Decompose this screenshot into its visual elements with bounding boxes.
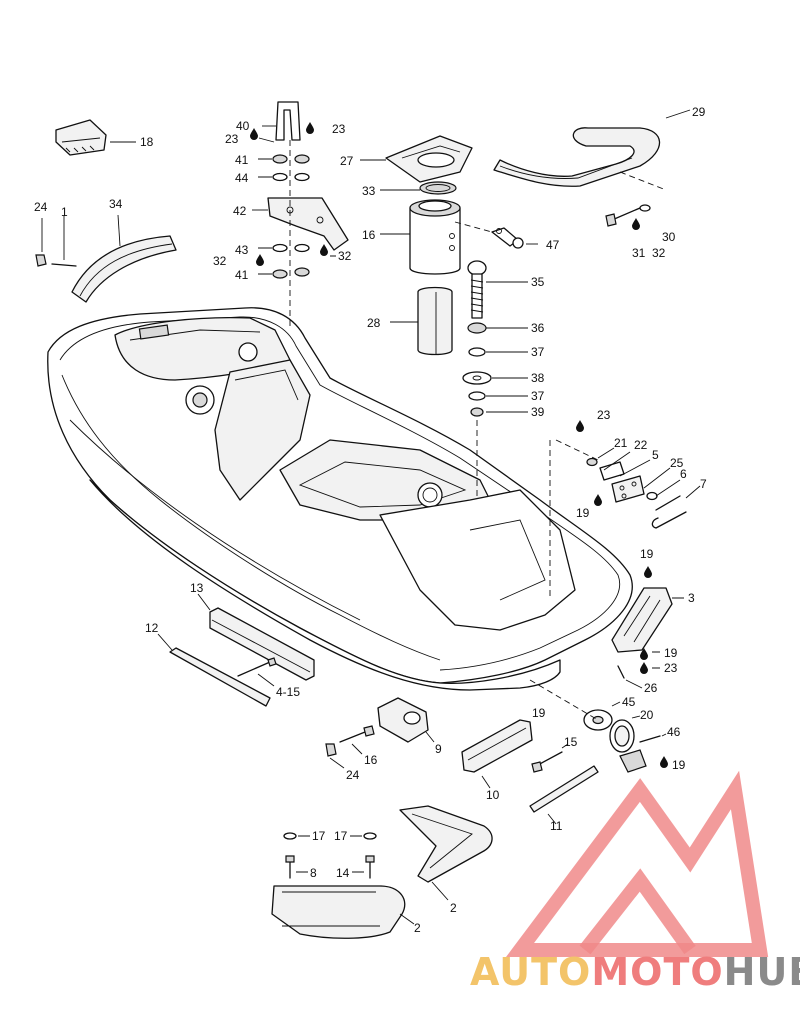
watermark-text-auto: AUTO [470,950,591,994]
drain-plug-assembly [529,679,668,773]
callout-40: 40 [236,119,250,133]
callout-24: 24 [34,200,48,214]
callout-30: 30 [662,230,676,244]
callout-13: 13 [190,581,204,595]
callout-19: 19 [664,646,678,660]
callout-39: 39 [531,405,545,419]
callout-24: 24 [346,768,360,782]
callout-26: 26 [644,681,658,695]
callout-43: 43 [235,243,249,257]
callout-32: 32 [652,246,666,260]
callout-22: 22 [634,438,648,452]
callout-37: 37 [531,389,545,403]
sponson-hardware [283,832,377,879]
callout-28: 28 [367,316,381,330]
watermark-text-hub: HUB [724,950,800,994]
callout-23: 23 [597,408,611,422]
part-3-bracket [611,566,684,689]
callout-23: 23 [332,122,346,136]
watermark-mark-icon [506,770,769,957]
part-34-bumper [35,214,177,303]
callout-17: 17 [334,829,348,843]
callout-15: 15 [564,735,578,749]
callout-41: 41 [235,268,249,282]
callout-4-15: 4-15 [276,685,300,699]
callout-19: 19 [672,758,686,772]
callout-25: 25 [670,456,684,470]
callout-46: 46 [667,725,681,739]
part-47-clip [454,221,538,249]
rear-hardware [549,420,701,600]
callout-6: 6 [680,467,687,481]
part-29-grab-handle [493,109,691,230]
callout-12: 12 [145,621,159,635]
callout-2: 2 [450,901,457,915]
callout-23: 23 [225,132,239,146]
callout-32: 32 [213,254,227,268]
watermark-text: AUTOMOTOHUB [470,950,800,994]
callout-38: 38 [531,371,545,385]
callout-31: 31 [632,246,646,260]
callout-1: 1 [61,205,68,219]
canister-assembly [360,135,473,356]
callout-29: 29 [692,105,706,119]
callout-2: 2 [414,921,421,935]
callout-10: 10 [486,788,500,802]
callout-3: 3 [688,591,695,605]
callout-19: 19 [576,506,590,520]
hull-body [47,307,633,691]
callout-42: 42 [233,204,247,218]
callout-17: 17 [312,829,326,843]
callout-36: 36 [531,321,545,335]
callout-16: 16 [364,753,378,767]
watermark-text-moto: MOTO [591,950,723,994]
watermark-logo [506,770,769,957]
callout-34: 34 [109,197,123,211]
callout-23: 23 [664,661,678,675]
callout-19: 19 [532,706,546,720]
callout-41: 41 [235,153,249,167]
callout-11: 11 [550,819,563,833]
callout-20: 20 [640,708,654,722]
callout-8: 8 [310,866,317,880]
callout-labels: 18 24 1 34 40 23 23 41 44 42 43 32 32 41… [34,105,707,935]
callout-37: 37 [531,345,545,359]
callout-32: 32 [338,249,352,263]
callout-33: 33 [362,184,376,198]
part-2-sponson-right [399,805,493,901]
callout-47: 47 [546,238,560,252]
callout-16: 16 [362,228,376,242]
part-9-bracket [325,697,435,769]
strakes-left [157,593,315,707]
callout-5: 5 [652,448,659,462]
callout-27: 27 [340,154,354,168]
bracket-hardware-stack [250,101,349,330]
callout-19: 19 [640,547,654,561]
part-18-clip [55,119,136,156]
callout-18: 18 [140,135,154,149]
strakes-right [461,719,599,825]
callout-35: 35 [531,275,545,289]
filler-cap-stack [462,260,528,500]
callout-14: 14 [336,866,350,880]
callout-9: 9 [435,742,442,756]
callout-7: 7 [700,477,707,491]
part-2-sponson-left [271,885,415,939]
callout-45: 45 [622,695,636,709]
callout-44: 44 [235,171,249,185]
callout-21: 21 [614,436,628,450]
